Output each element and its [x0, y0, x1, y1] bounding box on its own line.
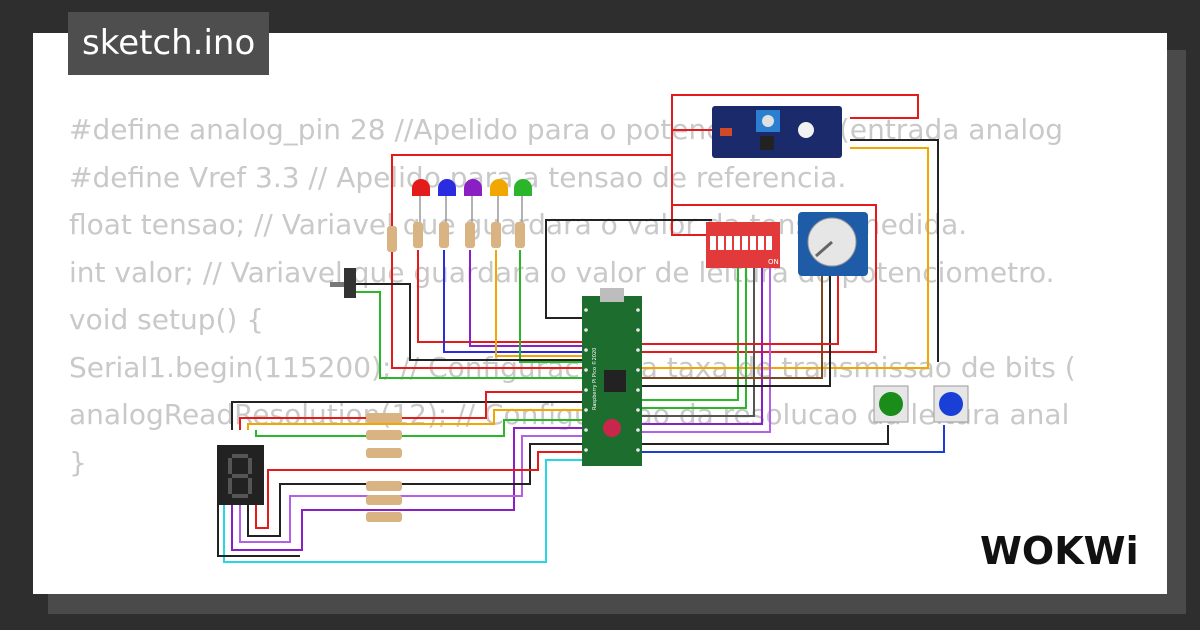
led-blue[interactable]: [438, 179, 456, 196]
resistor[interactable]: [515, 222, 525, 248]
resistor[interactable]: [439, 222, 449, 248]
wire-black: [640, 425, 889, 445]
resistor[interactable]: [366, 448, 402, 458]
wire-green: [255, 419, 590, 437]
resistor[interactable]: [366, 430, 402, 440]
led-green[interactable]: [514, 179, 532, 196]
seven-segment-display[interactable]: [218, 445, 264, 505]
wire-green: [356, 291, 590, 379]
wire-black: [850, 139, 939, 362]
push-button-blue[interactable]: [933, 385, 969, 423]
wire-red: [640, 275, 839, 345]
wire-green: [640, 268, 747, 409]
wire-yellow: [495, 250, 590, 357]
wire-red: [671, 95, 706, 236]
resistor[interactable]: [366, 512, 402, 522]
led-red[interactable]: [412, 179, 430, 196]
wire-purple: [469, 250, 590, 347]
wire-purple: [231, 427, 590, 551]
wire-red: [671, 94, 919, 131]
light-sensor-module[interactable]: [712, 106, 842, 158]
wire-black: [247, 443, 590, 537]
wire-black: [356, 283, 590, 361]
resistor[interactable]: [465, 222, 475, 248]
resistor[interactable]: [413, 222, 423, 248]
resistor[interactable]: [366, 495, 402, 505]
wire-black: [545, 219, 712, 319]
wire-gray: [640, 268, 755, 417]
wire-blue: [640, 425, 945, 453]
push-button-green[interactable]: [873, 385, 909, 423]
raspberry-pi-pico[interactable]: Raspberry Pi Pico ©2020: [582, 288, 642, 466]
wire-blue: [443, 250, 590, 353]
wire-red: [239, 391, 590, 430]
brand-text: WOKWi: [980, 529, 1139, 573]
wire-black: [231, 401, 590, 430]
wire-violet: [640, 268, 771, 433]
wire-red: [391, 250, 590, 369]
resistor[interactable]: [387, 226, 397, 252]
code-line: #define Vref 3.3 // Apelido para a tensa…: [69, 160, 847, 194]
wire-red: [417, 250, 590, 343]
resistor[interactable]: [366, 481, 402, 491]
wire-green: [640, 268, 739, 401]
wire-black: [640, 275, 831, 387]
wire-green: [519, 250, 590, 363]
pico-label: Raspberry Pi Pico ©2020: [591, 348, 598, 410]
wire-yellow: [247, 409, 590, 430]
code-line: void setup() {: [69, 303, 265, 336]
file-title: sketch.ino: [68, 12, 270, 75]
led-purple[interactable]: [464, 179, 482, 196]
code-line: }: [69, 445, 87, 479]
wire-red: [255, 451, 590, 529]
wire-red: [391, 154, 672, 228]
wire-brown: [640, 275, 823, 379]
resistor[interactable]: [366, 413, 402, 423]
dip-switch[interactable]: ON: [706, 222, 780, 268]
wire-red: [640, 204, 877, 353]
dip-on-label: ON: [768, 258, 779, 266]
slide-switch[interactable]: [330, 268, 356, 298]
wokwi-logo: WOKWi: [980, 529, 1139, 573]
wire-violet: [239, 435, 590, 543]
wire-purple: [640, 268, 763, 425]
resistor[interactable]: [491, 222, 501, 248]
potentiometer[interactable]: [798, 212, 868, 276]
wire-orange: [640, 147, 929, 369]
led-yellow[interactable]: [490, 179, 508, 196]
wire-cyan: [223, 459, 590, 563]
